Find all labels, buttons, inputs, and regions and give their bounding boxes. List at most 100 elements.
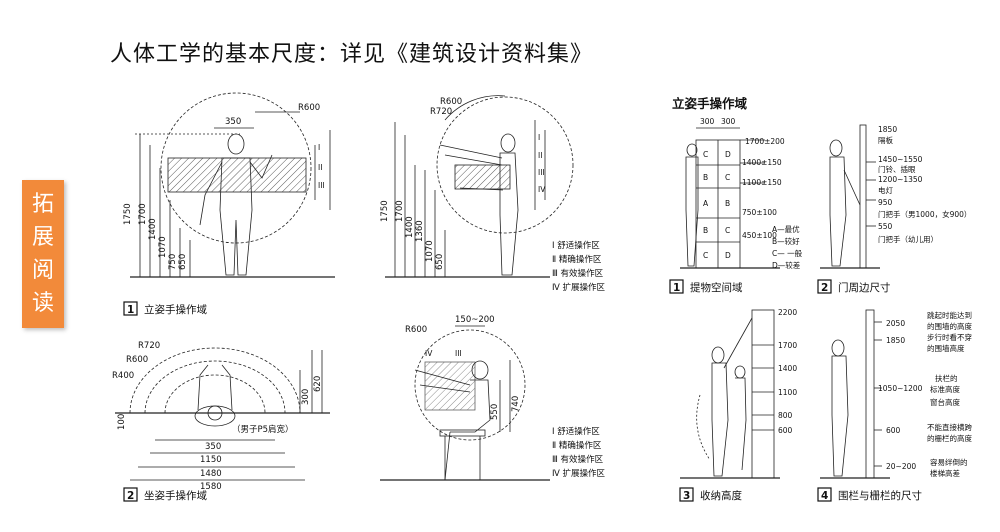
height-label: 1750 xyxy=(123,203,133,225)
svg-text:（男子P5肩宽）: （男子P5肩宽） xyxy=(232,424,294,435)
svg-text:950: 950 xyxy=(878,198,893,207)
svg-text:Ⅰ 舒适操作区: Ⅰ 舒适操作区 xyxy=(552,426,600,437)
svg-text:550: 550 xyxy=(878,222,893,231)
svg-text:C: C xyxy=(703,150,708,159)
right-fig2-caption: 2 门周边尺寸 xyxy=(817,279,891,294)
side-tab-char: 拓 xyxy=(31,192,54,217)
svg-text:A—最优: A—最优 xyxy=(772,224,800,234)
radius-label: R600 xyxy=(298,103,320,113)
svg-text:1850: 1850 xyxy=(878,125,897,134)
height-label: 750 xyxy=(168,254,178,270)
svg-text:IV: IV xyxy=(425,349,433,358)
svg-text:的围墙的高度: 的围墙的高度 xyxy=(927,321,972,331)
svg-text:B: B xyxy=(703,173,708,182)
svg-text:收纳高度: 收纳高度 xyxy=(700,489,742,502)
right-fig3-caption: 3 收纳高度 xyxy=(679,487,742,502)
height-label: 1070 xyxy=(158,236,168,258)
extended-reading-tab[interactable]: 拓 展 阅 读 xyxy=(22,180,64,328)
svg-text:窗台高度: 窗台高度 xyxy=(930,397,960,407)
svg-text:1850: 1850 xyxy=(886,336,905,345)
side-tab-char: 展 xyxy=(31,225,54,250)
storage-height-figure xyxy=(680,309,780,479)
svg-text:Ⅰ 舒适操作区: Ⅰ 舒适操作区 xyxy=(552,240,600,251)
svg-text:扶栏的: 扶栏的 xyxy=(935,373,958,383)
right-fig1-caption: 1 提物空间域 xyxy=(669,279,743,294)
standing-side-reach-figure xyxy=(385,95,574,278)
svg-text:III: III xyxy=(455,349,462,358)
svg-text:B: B xyxy=(725,199,730,208)
svg-text:Ⅲ 有效操作区: Ⅲ 有效操作区 xyxy=(552,268,604,279)
svg-text:1700±200: 1700±200 xyxy=(745,137,785,146)
zone-label: I xyxy=(318,143,320,152)
door-surround-figure xyxy=(820,124,880,269)
svg-text:的栅栏的高度: 的栅栏的高度 xyxy=(927,433,972,443)
svg-text:IV: IV xyxy=(538,185,546,194)
svg-text:100: 100 xyxy=(117,414,127,430)
svg-text:750±100: 750±100 xyxy=(742,208,777,217)
svg-text:2050: 2050 xyxy=(886,319,905,328)
svg-text:1150: 1150 xyxy=(200,455,222,465)
svg-text:1070: 1070 xyxy=(425,240,435,262)
svg-text:R600: R600 xyxy=(126,355,148,365)
svg-text:Ⅱ 精确操作区: Ⅱ 精确操作区 xyxy=(552,440,602,451)
lifting-space-labels: 300 300 1700±200 1400±150 1100±150 750±1… xyxy=(700,117,803,270)
svg-text:楼梯高差: 楼梯高差 xyxy=(930,468,960,478)
svg-text:II: II xyxy=(538,151,542,160)
svg-text:1100±150: 1100±150 xyxy=(742,178,782,187)
standing-front-reach-figure xyxy=(130,92,335,278)
svg-text:1200~1350: 1200~1350 xyxy=(878,175,923,184)
svg-text:2: 2 xyxy=(127,490,134,502)
svg-text:600: 600 xyxy=(886,426,901,435)
svg-text:立姿手操作域: 立姿手操作域 xyxy=(144,303,207,316)
svg-text:150~200: 150~200 xyxy=(455,315,495,325)
svg-text:2200: 2200 xyxy=(778,308,797,317)
fence-railing-figure xyxy=(820,309,890,479)
svg-text:A: A xyxy=(703,199,709,208)
svg-text:1750: 1750 xyxy=(380,200,390,222)
radius-label: R720 xyxy=(430,107,452,117)
svg-text:标准高度: 标准高度 xyxy=(930,384,960,394)
svg-text:跳起时能达到: 跳起时能达到 xyxy=(927,310,972,320)
svg-text:III: III xyxy=(538,168,545,177)
seated-top-reach-figure xyxy=(115,347,330,481)
svg-text:1700: 1700 xyxy=(395,200,405,222)
zone-label: II xyxy=(318,163,322,172)
svg-text:C— 一般: C— 一般 xyxy=(772,248,803,258)
svg-text:1360: 1360 xyxy=(415,220,425,242)
height-label: 1400 xyxy=(148,218,158,240)
svg-text:1450~1550: 1450~1550 xyxy=(878,155,923,164)
radius-label: R600 xyxy=(440,97,462,107)
svg-text:Ⅳ 扩展操作区: Ⅳ 扩展操作区 xyxy=(552,282,606,293)
svg-text:的围墙高度: 的围墙高度 xyxy=(927,343,965,353)
svg-text:350: 350 xyxy=(205,442,221,452)
standing-front-labels: 350 R600 1750 1700 1400 1070 750 650 I I… xyxy=(123,103,325,270)
svg-text:1: 1 xyxy=(673,282,680,294)
svg-text:门周边尺寸: 门周边尺寸 xyxy=(838,281,891,294)
svg-text:650: 650 xyxy=(435,254,445,270)
svg-text:600: 600 xyxy=(778,426,793,435)
right-fig4-caption: 4 围栏与栅栏的尺寸 xyxy=(817,487,922,502)
lifting-space-grid xyxy=(680,127,780,269)
svg-text:1400±150: 1400±150 xyxy=(742,158,782,167)
svg-text:D—较差: D—较差 xyxy=(772,260,801,270)
svg-text:B: B xyxy=(703,226,708,235)
svg-text:1700: 1700 xyxy=(778,341,797,350)
svg-text:容易绊倒的: 容易绊倒的 xyxy=(930,457,968,467)
svg-text:D: D xyxy=(725,251,731,260)
svg-text:电灯: 电灯 xyxy=(878,185,893,195)
svg-text:门把手（男1000，女900）: 门把手（男1000，女900） xyxy=(878,209,971,219)
svg-text:300: 300 xyxy=(700,117,715,126)
width-dim-label: 350 xyxy=(225,117,241,127)
svg-text:R400: R400 xyxy=(112,371,134,381)
svg-text:1: 1 xyxy=(127,304,134,316)
storage-height-labels: 2200 1700 1400 1100 800 600 xyxy=(778,308,797,435)
svg-text:C: C xyxy=(725,173,730,182)
svg-text:C: C xyxy=(703,251,708,260)
svg-text:20~200: 20~200 xyxy=(886,462,916,471)
svg-text:550: 550 xyxy=(490,404,500,420)
svg-text:C: C xyxy=(725,226,730,235)
svg-text:坐姿手操作域: 坐姿手操作域 xyxy=(144,489,207,502)
right-section-heading: 立姿手操作域 xyxy=(672,96,748,111)
fence-railing-labels: 2050 1850 1050~1200 600 20~200 跳起时能达到 的围… xyxy=(878,310,972,478)
svg-text:Ⅱ 精确操作区: Ⅱ 精确操作区 xyxy=(552,254,602,265)
